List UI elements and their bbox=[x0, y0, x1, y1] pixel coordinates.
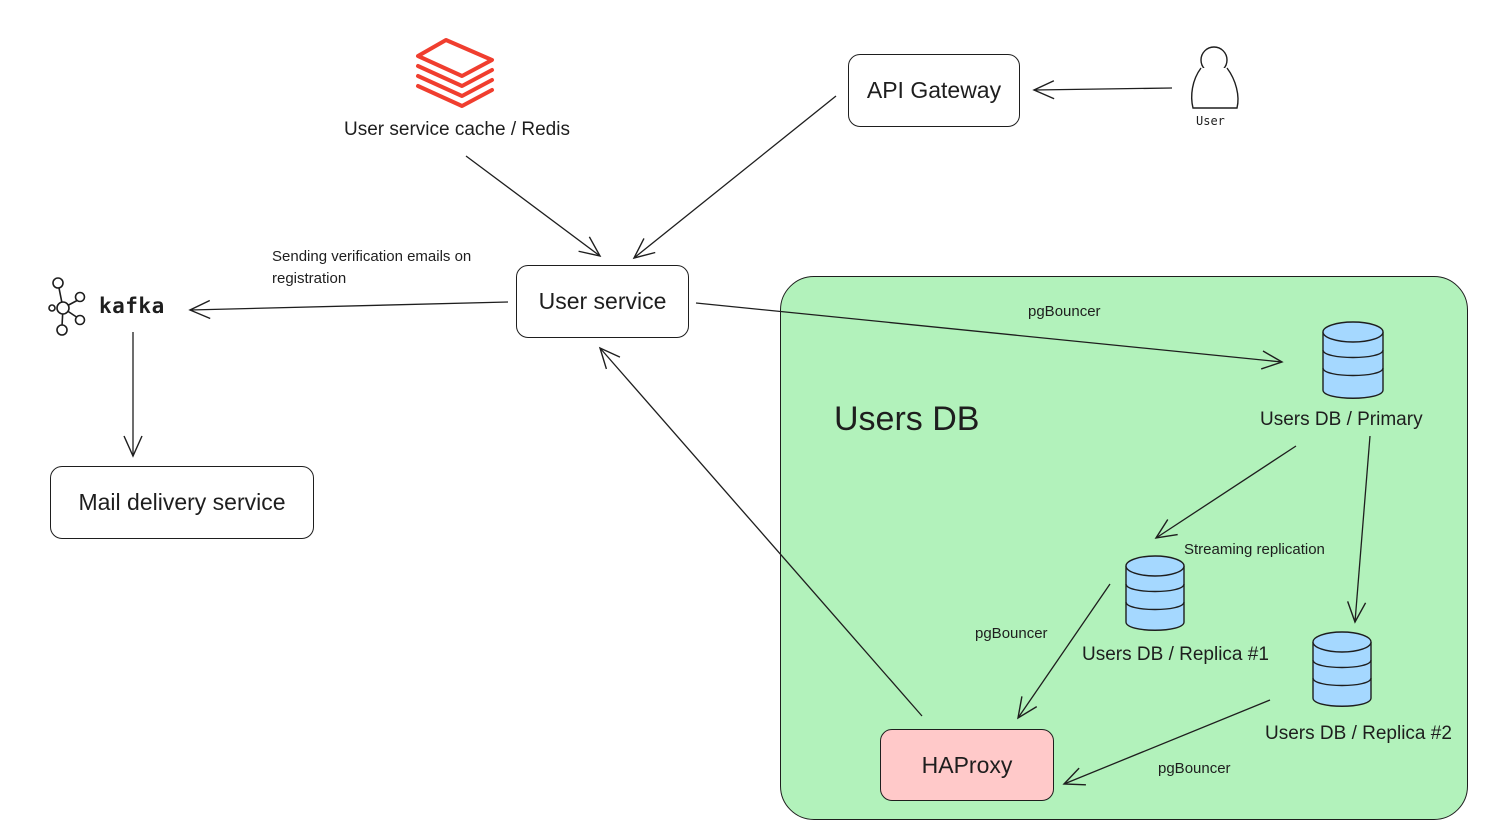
edge-label-pgbouncer-primary: pgBouncer bbox=[1028, 303, 1101, 320]
haproxy-label: HAProxy bbox=[921, 751, 1013, 778]
edge-label-pgbouncer-replica2: pgBouncer bbox=[1158, 760, 1231, 777]
mail-delivery-label: Mail delivery service bbox=[78, 489, 286, 515]
api-gateway-node[interactable]: API Gateway bbox=[848, 54, 1020, 127]
db-replica2-icon bbox=[1312, 631, 1372, 707]
user-label: User bbox=[1196, 114, 1225, 128]
kafka-icon bbox=[48, 277, 86, 336]
edge-gateway-to-user-service bbox=[632, 95, 837, 260]
db-replica1-label: Users DB / Replica #1 bbox=[1082, 644, 1269, 665]
edge-primary-to-replica1 bbox=[1154, 445, 1297, 539]
edge-label-pgbouncer-replica1: pgBouncer bbox=[975, 625, 1048, 642]
db-replica2-label: Users DB / Replica #2 bbox=[1265, 723, 1452, 744]
db-replica1-icon bbox=[1125, 555, 1185, 631]
edge-haproxy-to-user-service bbox=[598, 346, 923, 717]
user-service-node[interactable]: User service bbox=[516, 265, 689, 338]
db-primary-label: Users DB / Primary bbox=[1260, 409, 1423, 430]
edge-replica1-to-haproxy bbox=[1017, 583, 1111, 720]
edge-user-service-to-primary bbox=[695, 302, 1284, 370]
kafka-label: kafka bbox=[99, 294, 165, 318]
user-icon bbox=[1191, 46, 1239, 109]
edge-replica2-to-haproxy bbox=[1062, 699, 1271, 786]
edge-label-streaming: Streaming replication bbox=[1184, 541, 1325, 558]
edge-user-to-gateway bbox=[1032, 80, 1173, 100]
edge-primary-to-replica2 bbox=[1346, 435, 1371, 624]
mail-delivery-node[interactable]: Mail delivery service bbox=[50, 466, 314, 539]
edge-redis-to-user-service bbox=[465, 155, 602, 258]
edge-label-verification: Sending verification emails on registrat… bbox=[272, 248, 472, 287]
redis-icon bbox=[416, 38, 494, 108]
db-primary-icon bbox=[1322, 321, 1384, 399]
api-gateway-label: API Gateway bbox=[866, 77, 1002, 103]
haproxy-node[interactable]: HAProxy bbox=[880, 729, 1054, 801]
redis-label: User service cache / Redis bbox=[344, 119, 570, 140]
users-db-zone-title: Users DB bbox=[834, 400, 980, 438]
user-service-label: User service bbox=[538, 288, 667, 314]
edge-user-service-to-kafka bbox=[188, 299, 509, 320]
